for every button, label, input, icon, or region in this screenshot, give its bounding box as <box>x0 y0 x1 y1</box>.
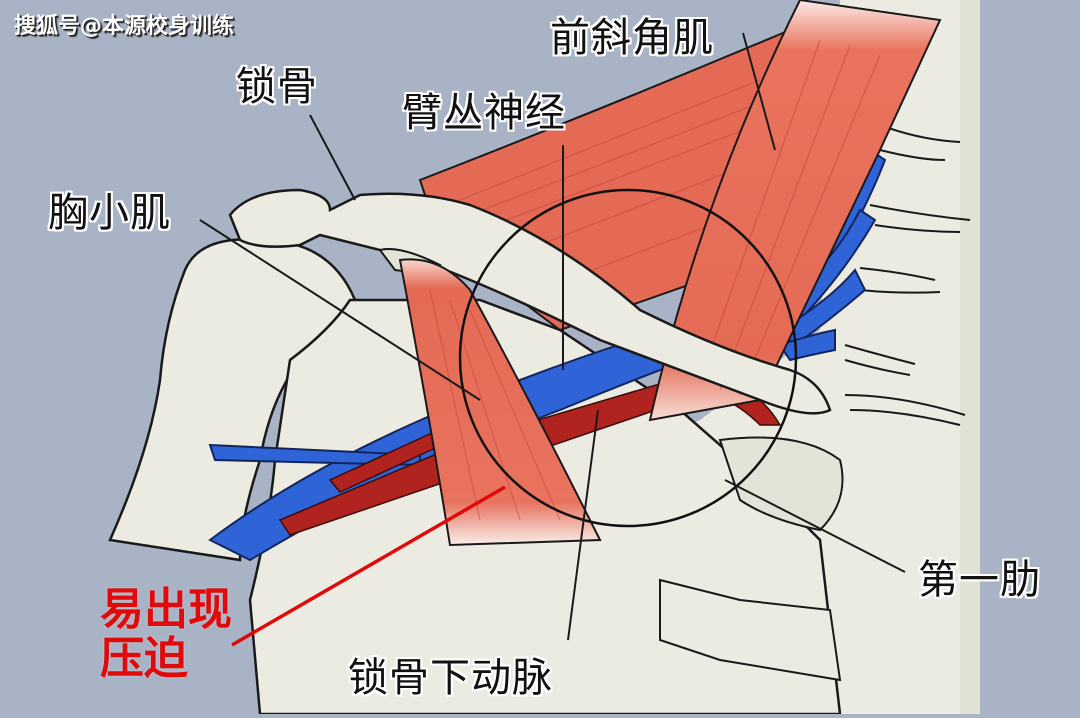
compression-zone-circle <box>458 188 798 528</box>
label-brachial-plexus: 臂丛神经 <box>402 90 566 136</box>
leader-lines <box>199 32 906 641</box>
label-first-rib: 第一肋 <box>918 557 1041 603</box>
label-pectoralis-minor: 胸小肌 <box>48 190 171 236</box>
label-clavicle: 锁骨 <box>236 64 318 110</box>
compression-annotation-line1: 易出现 <box>100 584 232 635</box>
compression-annotation-line2: 压迫 <box>100 633 188 685</box>
compression-pointer-line <box>231 485 506 647</box>
anterior-scalene-muscle <box>648 0 942 422</box>
pectoralis-minor-muscle <box>398 258 602 547</box>
label-subclavian-artery: 锁骨下动脉 <box>348 655 553 701</box>
label-anterior-scalene: 前斜角肌 <box>550 15 714 61</box>
watermark: 搜狐号@本源校身训练 <box>14 14 235 39</box>
compression-annotation: 易出现 压迫 <box>100 585 232 684</box>
